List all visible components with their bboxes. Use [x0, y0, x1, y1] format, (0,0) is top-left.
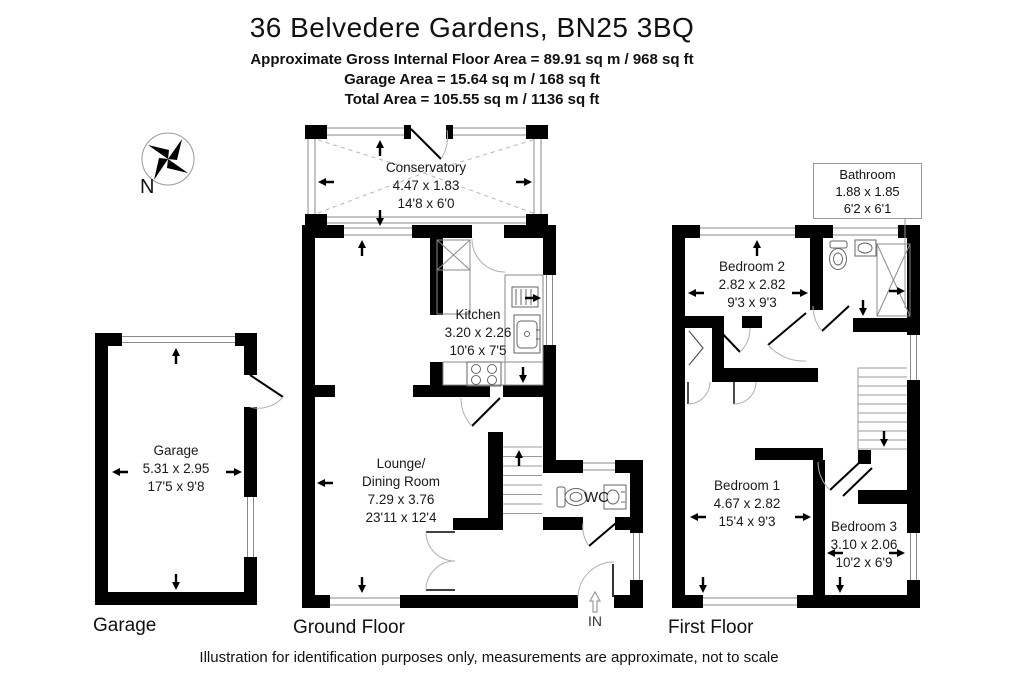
conservatory-plan — [305, 125, 548, 228]
garage-plan — [95, 333, 284, 605]
room-label-bedroom1: Bedroom 1 4.67 x 2.82 15'4 x 9'3 — [713, 478, 781, 529]
conservatory-door — [410, 128, 448, 160]
floor-area-line: Approximate Gross Internal Floor Area = … — [250, 51, 694, 68]
lounge-double-doors — [425, 531, 456, 591]
room-label-wc: WC — [584, 489, 609, 506]
bathroom-basin — [854, 239, 877, 257]
compass-icon — [141, 132, 195, 186]
room-label-bedroom2: Bedroom 2 2.82 x 2.82 9'3 x 9'3 — [718, 259, 786, 310]
room-label-kitchen: Kitchen 3.20 x 2.26 10'6 x 7'5 — [444, 307, 512, 358]
bedroom3-doors — [817, 461, 873, 497]
closet-door — [688, 330, 704, 366]
page-title: 36 Belvedere Gardens, BN25 3BQ — [249, 12, 695, 43]
kitchen-worktops — [436, 239, 544, 386]
wardrobe-doors — [687, 381, 757, 405]
garage-side-door — [249, 374, 284, 409]
wc-toilet — [556, 486, 588, 508]
compass-north-label: N — [140, 176, 155, 198]
garage-area-line: Garage Area = 15.64 sq m / 168 sq ft — [344, 71, 600, 88]
hall-kitchen-door — [460, 397, 501, 427]
floor-label-garage: Garage — [93, 615, 157, 636]
room-label-conservatory: Conservatory 4.47 x 1.83 14'8 x 6'0 — [385, 160, 467, 211]
landing-door — [767, 312, 807, 362]
room-label-garage: Garage 5.31 x 2.95 17'5 x 9'8 — [142, 443, 210, 494]
floor-label-ground: Ground Floor — [293, 617, 405, 638]
header: 36 Belvedere Gardens, BN25 3BQ Approxima… — [250, 12, 695, 110]
first-floor-plan — [672, 219, 920, 608]
ground-floor-plan — [302, 225, 643, 613]
bathroom-door — [812, 305, 850, 332]
stairs-first — [857, 367, 907, 450]
bathroom-toilet — [829, 240, 848, 270]
kitchen-door-arc — [471, 238, 506, 273]
room-label-bedroom3: Bedroom 3 3.10 x 2.06 10'2 x 6'9 — [830, 519, 898, 570]
total-area-line: Total Area = 105.55 sq m / 1136 sq ft — [344, 91, 600, 108]
stairs-ground — [503, 446, 542, 514]
wc-basin — [603, 484, 627, 510]
room-label-bathroom: Bathroom 1.88 x 1.85 6'2 x 6'1 — [813, 163, 922, 219]
first-floor-windows — [700, 227, 917, 606]
bedroom2-door — [716, 327, 751, 353]
floor-label-first: First Floor — [668, 617, 754, 638]
ground-floor-windows — [330, 227, 640, 606]
garage-windows — [122, 336, 254, 557]
conservatory-roof-lines — [317, 139, 534, 214]
disclaimer-text: Illustration for identification purposes… — [199, 649, 779, 666]
conservatory-windows — [307, 127, 542, 224]
entrance-door — [577, 561, 615, 599]
in-arrow-icon — [588, 590, 602, 613]
wc-door — [582, 522, 617, 547]
room-label-lounge: Lounge/ Dining Room 7.29 x 3.76 23'11 x … — [361, 456, 441, 525]
entrance-in-label: IN — [588, 613, 602, 629]
kitchen-hob — [466, 361, 502, 387]
